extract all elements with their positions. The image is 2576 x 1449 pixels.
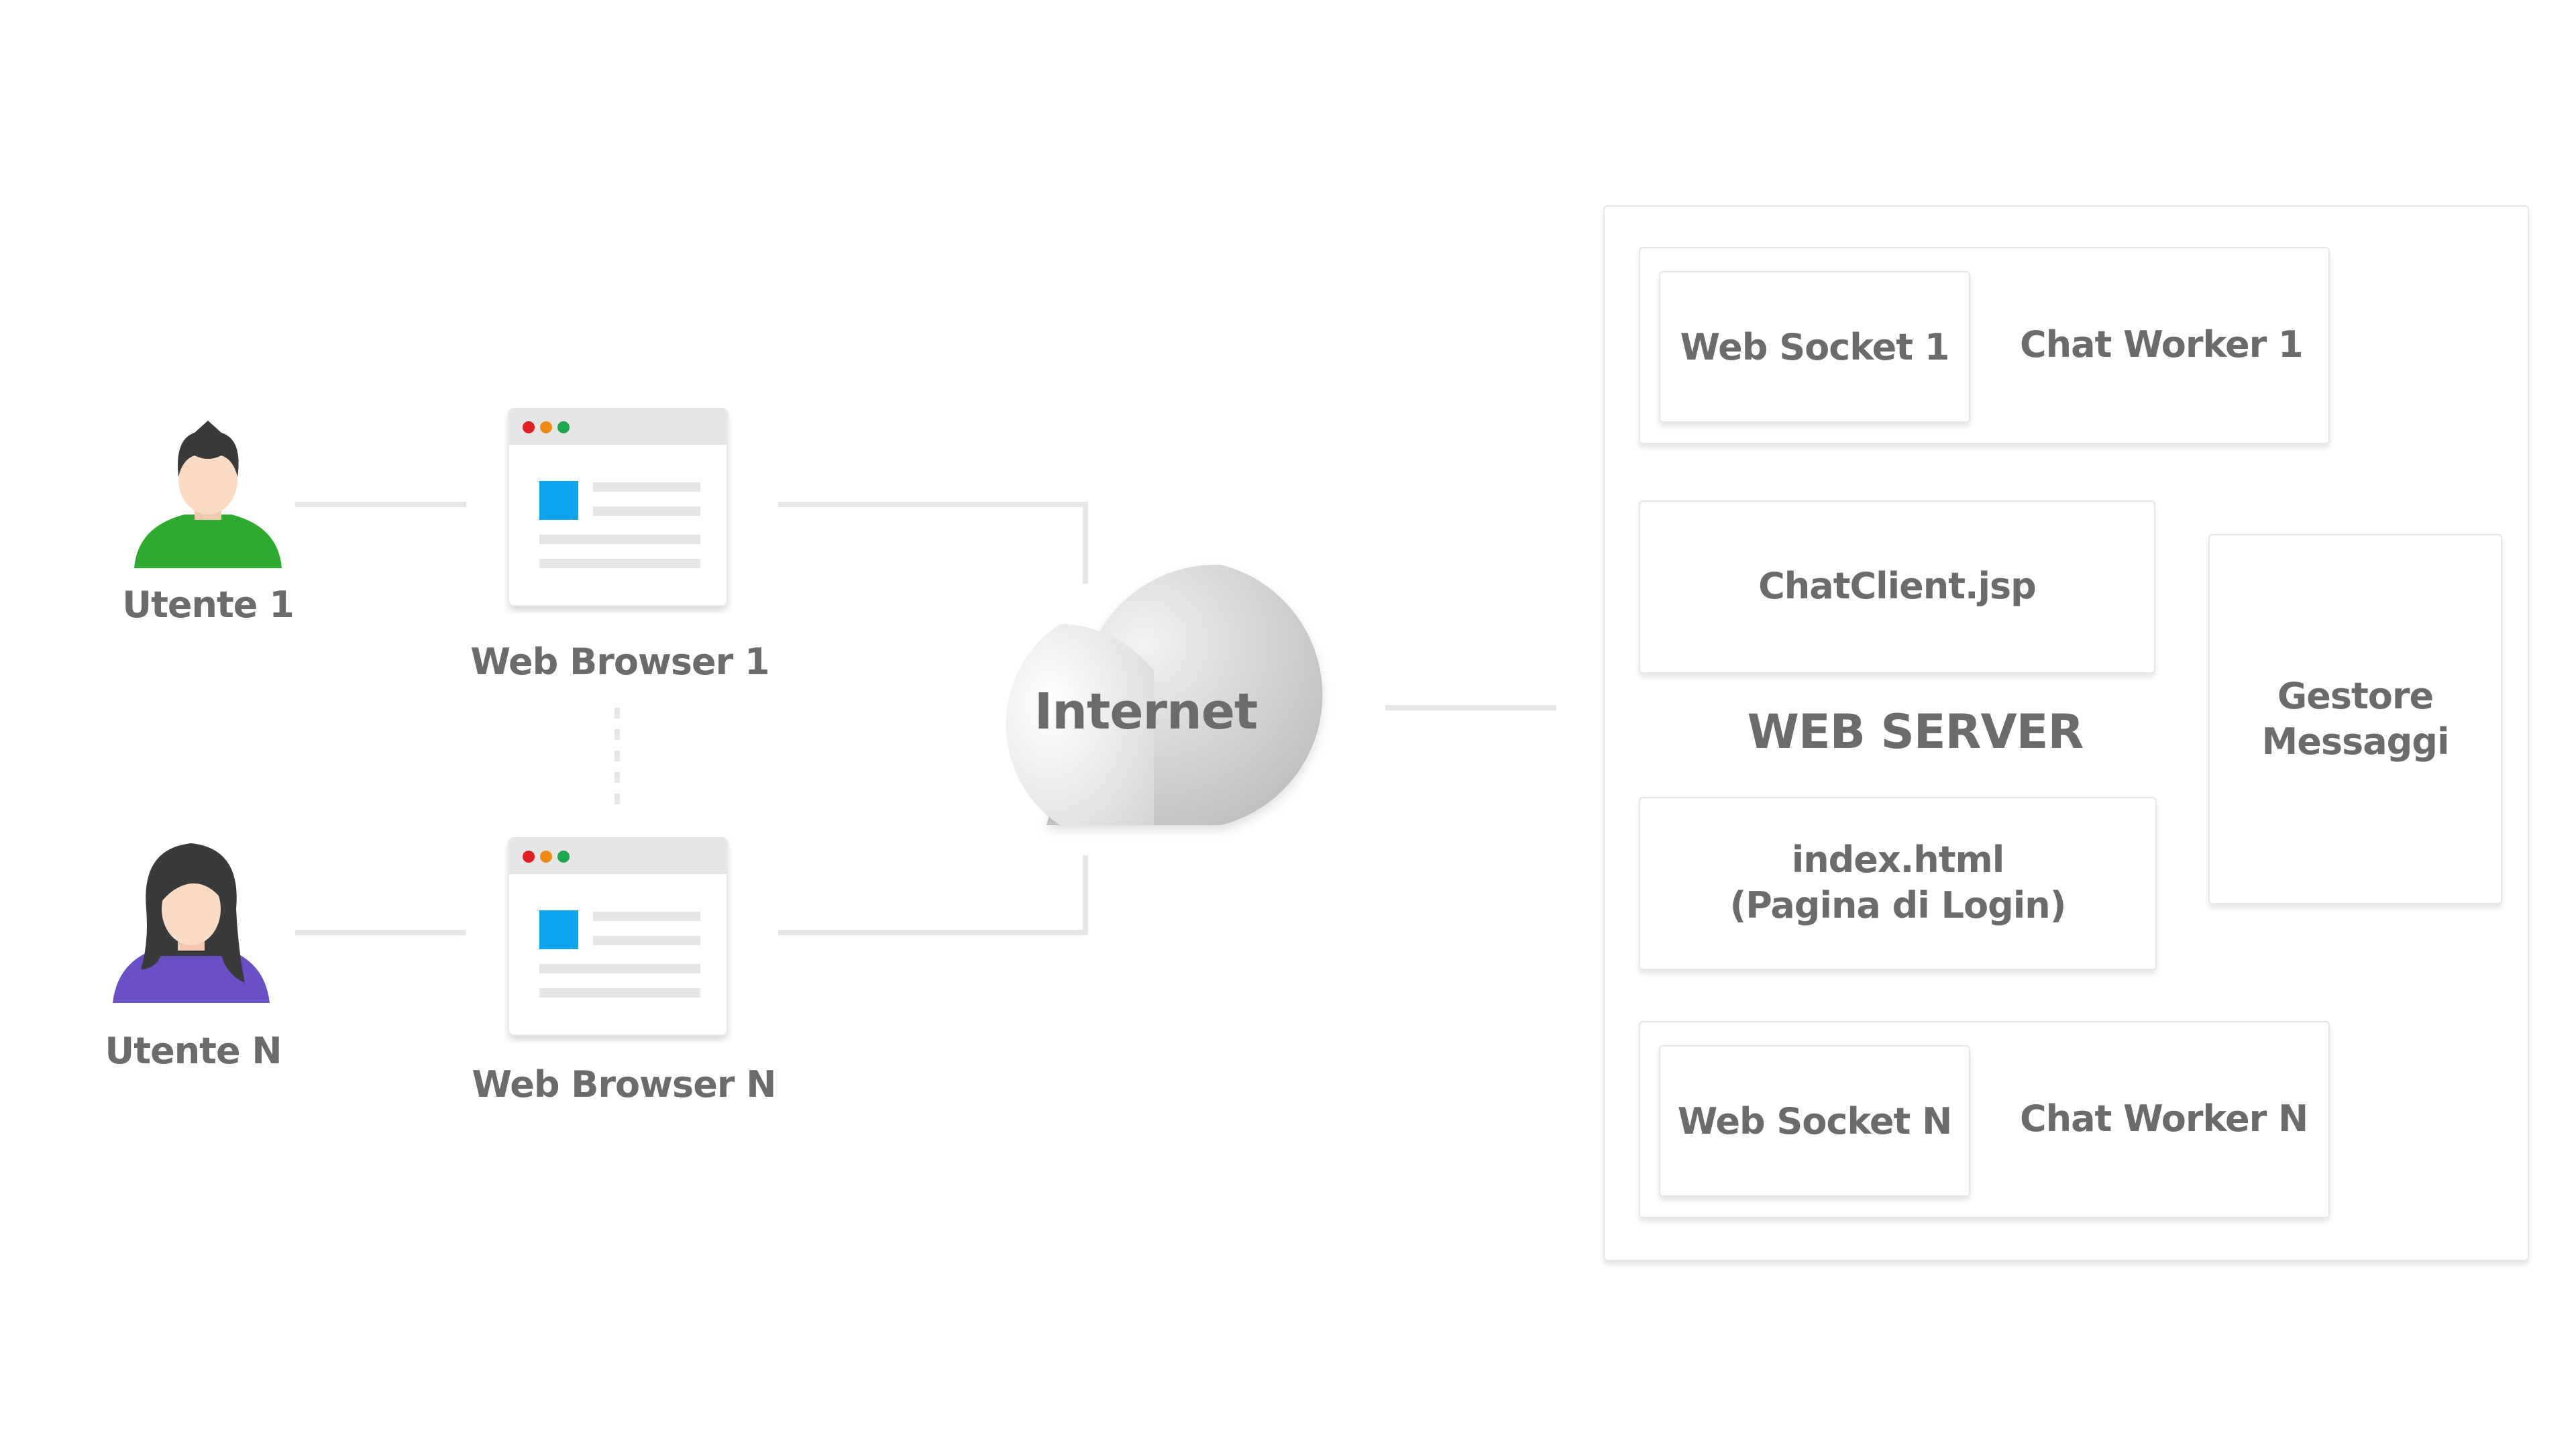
web-server-title: WEB SERVER bbox=[1747, 704, 2084, 759]
chat-client-label: ChatClient.jsp bbox=[1758, 565, 2037, 607]
index-label-line1: index.html bbox=[1791, 839, 2005, 881]
cloud-icon bbox=[1006, 564, 1323, 825]
internet-label: Internet bbox=[1034, 683, 1258, 741]
worker-row-1: Web Socket 1 Chat Worker 1 bbox=[1639, 247, 2330, 444]
connector-browserN-internet bbox=[778, 855, 1088, 935]
browser1-label: Web Browser 1 bbox=[470, 641, 769, 683]
connector-browser1-internet bbox=[778, 502, 1088, 584]
gestore-label-line2: Messaggi bbox=[2261, 720, 2450, 763]
index-card: index.html (Pagina di Login) bbox=[1639, 797, 2157, 970]
user-male-icon bbox=[134, 421, 282, 568]
user1-label: Utente 1 bbox=[122, 584, 294, 626]
chat-worker-1-label: Chat Worker 1 bbox=[2020, 323, 2304, 366]
web-socket-1-label: Web Socket 1 bbox=[1680, 326, 1950, 368]
browser-window-icon bbox=[508, 408, 728, 606]
web-socket-n-card: Web Socket N bbox=[1659, 1045, 1970, 1197]
web-socket-1-card: Web Socket 1 bbox=[1659, 271, 1970, 423]
chat-worker-n-label: Chat Worker N bbox=[2020, 1097, 2308, 1140]
user-female-icon bbox=[113, 843, 270, 1003]
gestore-messaggi-card: Gestore Messaggi bbox=[2208, 534, 2502, 904]
chat-client-card: ChatClient.jsp bbox=[1639, 500, 2155, 674]
browserN-label: Web Browser N bbox=[472, 1063, 777, 1106]
browser-window-icon bbox=[508, 837, 728, 1036]
userN-label: Utente N bbox=[105, 1030, 282, 1072]
web-socket-n-label: Web Socket N bbox=[1677, 1100, 1953, 1142]
index-label-line2: (Pagina di Login) bbox=[1729, 884, 2067, 926]
gestore-label-line1: Gestore bbox=[2277, 675, 2434, 717]
worker-row-n: Web Socket N Chat Worker N bbox=[1639, 1021, 2330, 1218]
